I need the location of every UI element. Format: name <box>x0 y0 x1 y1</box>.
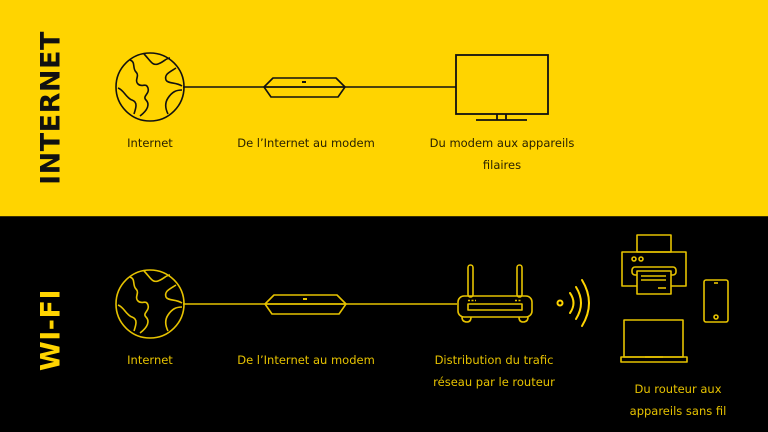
caption-internet: Internet <box>127 136 173 150</box>
modem-icon <box>264 294 347 315</box>
modem-icon <box>263 77 346 98</box>
internet-flow-diagram <box>115 52 549 122</box>
caption-internet-to-modem: De l’Internet au modem <box>237 136 375 150</box>
caption-internet: Internet <box>127 353 173 367</box>
caption-internet-to-modem: De l’Internet au modem <box>237 353 375 367</box>
wifi-section: WI-FI <box>0 216 768 432</box>
caption-wired-line1: Du modem aux appareils <box>429 136 575 150</box>
internet-section: INTERNET Internet De l’Internet au mode <box>0 0 768 216</box>
caption-router-line2: réseau par le routeur <box>433 375 555 389</box>
printer-icon <box>621 234 687 295</box>
laptop-icon <box>620 319 688 363</box>
caption-wireless-line2: appareils sans fil <box>629 404 727 418</box>
globe-icon <box>115 269 185 339</box>
caption-wireless-devices: Du routeur aux appareils sans fil <box>603 378 753 422</box>
wifi-flow-diagram <box>115 234 729 363</box>
caption-wired-devices: Du modem aux appareils filaires <box>412 132 592 176</box>
caption-router-distribution: Distribution du trafic réseau par le rou… <box>414 349 574 393</box>
tv-monitor-icon <box>455 54 549 121</box>
caption-wired-line2: filaires <box>482 158 522 172</box>
wifi-signal-icon <box>556 279 590 327</box>
caption-wireless-line1: Du routeur aux <box>634 382 722 396</box>
caption-router-line1: Distribution du trafic <box>434 353 554 367</box>
globe-icon <box>115 52 185 122</box>
smartphone-icon <box>703 279 729 323</box>
router-icon <box>457 264 533 323</box>
